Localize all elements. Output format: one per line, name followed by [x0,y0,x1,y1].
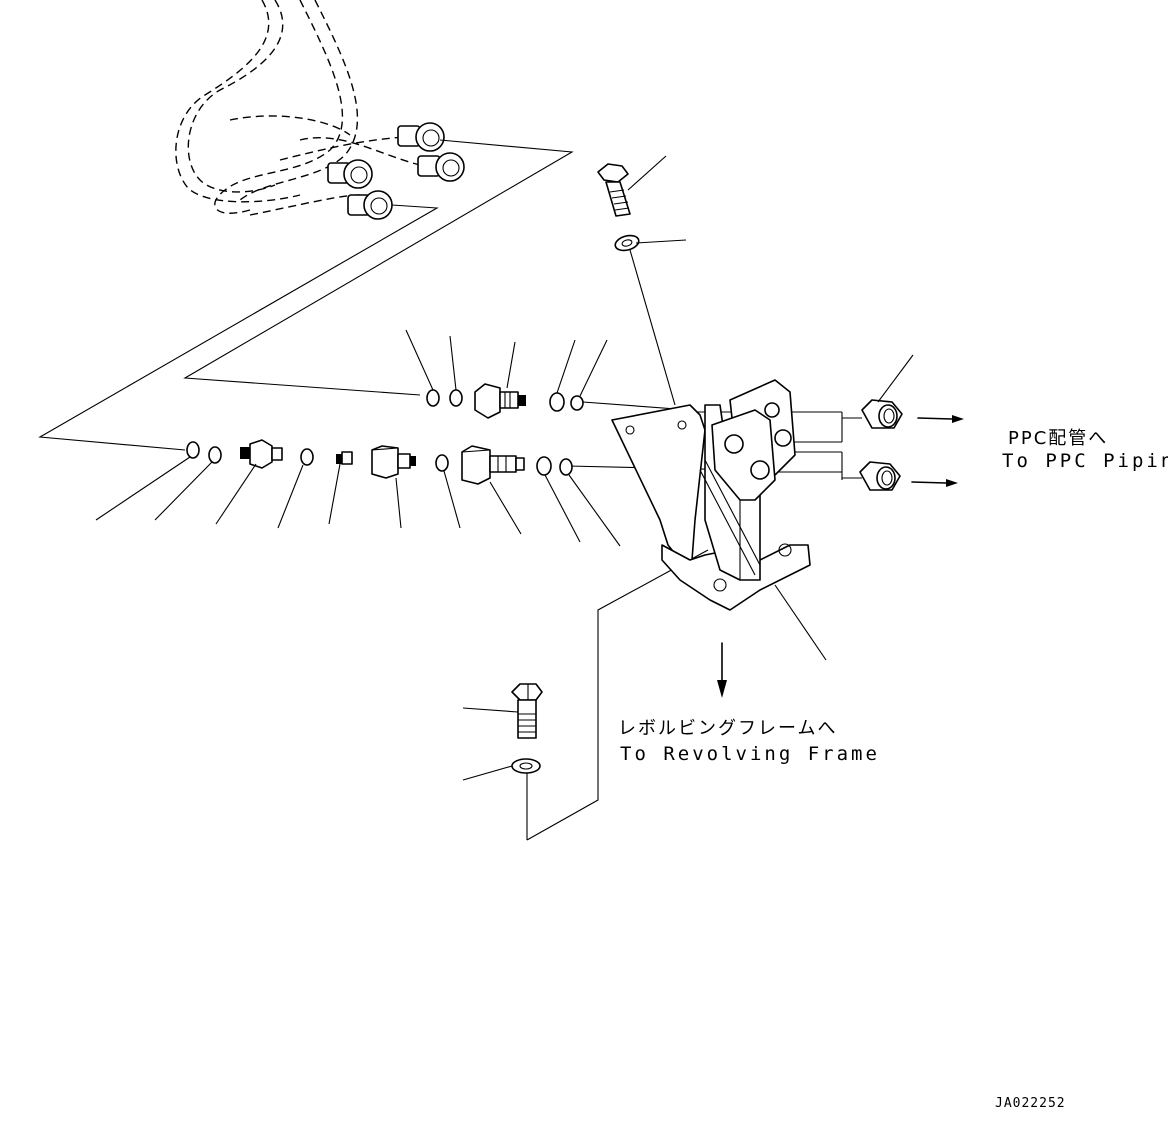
arrow-to-ppc-upper [917,415,964,423]
upper-connector [474,383,526,419]
frame-label-jp: レボルビングフレームへ [618,718,837,739]
lower-connector [461,445,525,485]
lower-elbow-fitting [371,445,416,479]
lower-washer [511,758,541,774]
lower-adapter [240,439,283,469]
ppc-label-jp: PPC配管へ [1008,428,1108,449]
lower-oring-3 [300,448,314,466]
hose-fitting-1 [397,122,445,152]
frame-label-en: To Revolving Frame [620,743,880,765]
upper-oring-1 [426,389,440,407]
drawing-code: JA022252 [995,1096,1066,1111]
upper-bolt [597,163,631,217]
hose-fitting-2 [417,152,465,182]
nut-lower [859,461,901,491]
mounting-bracket [611,379,811,611]
ppc-label-en: To PPC Piping [1002,450,1168,472]
lower-oring-1 [186,441,200,459]
lower-oring-2 [208,446,222,464]
arrow-to-revolving-frame [717,642,727,698]
hose-fitting-4 [347,190,393,220]
upper-oring-4 [570,395,584,411]
arrow-to-ppc-lower [911,479,958,487]
upper-oring-3 [549,392,565,412]
hose-bundle [175,0,421,216]
nut-upper [861,399,903,429]
hose-fittings [327,122,465,220]
leader-lines [95,155,914,781]
lower-bolt [511,683,543,739]
lower-oring-5 [536,456,552,476]
hose-fitting-3 [327,159,373,189]
lower-oring-6 [559,458,573,476]
upper-washer [614,234,640,252]
lower-oring-4 [435,454,449,472]
lower-plug [336,451,353,465]
upper-oring-2 [449,389,463,407]
